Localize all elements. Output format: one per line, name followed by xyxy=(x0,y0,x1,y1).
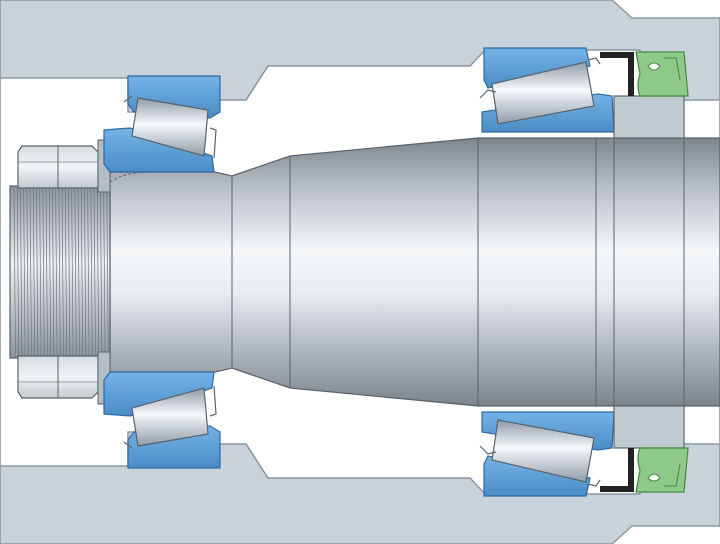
thread-line xyxy=(29,187,32,357)
thread-line xyxy=(55,187,58,357)
seal-lip-edge xyxy=(664,463,681,487)
thread-line xyxy=(20,187,23,357)
thread-line xyxy=(36,187,39,357)
bearing-inner-ring xyxy=(103,127,215,173)
thread-line xyxy=(48,187,52,357)
bearing-cage xyxy=(123,385,217,449)
bearing-cage xyxy=(123,95,217,159)
thread-line xyxy=(93,187,96,357)
thread-line xyxy=(52,187,55,357)
housing-shoulder-edge xyxy=(245,443,269,479)
thread-line xyxy=(16,187,20,357)
bearing-roller xyxy=(131,387,209,447)
bearing-roller xyxy=(491,61,595,125)
radial-shaft-seal-lower xyxy=(600,447,689,493)
seal-lip xyxy=(635,51,689,97)
spacer-ring xyxy=(613,405,685,449)
thread-line xyxy=(100,187,103,357)
thread-line xyxy=(71,187,74,357)
shaft-body xyxy=(109,137,720,407)
thread-lines xyxy=(13,187,109,357)
thread-line xyxy=(58,187,61,357)
thread-line xyxy=(13,187,16,357)
thread-line xyxy=(68,187,71,357)
seal-spring-icon xyxy=(647,473,661,482)
thread-line xyxy=(23,187,26,357)
thread-line xyxy=(84,187,87,357)
seal-spring-icon xyxy=(647,62,661,71)
thread-line xyxy=(80,187,84,357)
thread-line xyxy=(26,187,29,357)
housing-shoulder-edge xyxy=(245,65,269,101)
thread-line xyxy=(64,187,68,357)
bearing-roller xyxy=(491,419,595,483)
tapered-roller-bearing-right-upper xyxy=(479,47,685,139)
thread-line xyxy=(45,187,48,357)
thread-line xyxy=(87,187,90,357)
thread-line xyxy=(106,187,109,357)
seal-housing-frame xyxy=(600,52,634,96)
spacer-ring xyxy=(613,95,685,139)
shaft-thread xyxy=(9,185,111,359)
radial-shaft-seal-upper xyxy=(600,51,689,97)
bearing-cage xyxy=(479,57,601,99)
thread-line xyxy=(103,187,106,357)
thread-line xyxy=(42,187,45,357)
thread-line xyxy=(32,187,36,357)
thread-line xyxy=(39,187,42,357)
seal-lip xyxy=(635,447,689,493)
thread-line xyxy=(61,187,64,357)
bearing-cage xyxy=(479,445,601,487)
tapered-roller-bearing-left-upper xyxy=(103,75,221,173)
thread-line xyxy=(74,187,77,357)
thread-line xyxy=(96,187,100,357)
tapered-roller-bearing-left-lower xyxy=(103,371,221,469)
bearing-roller xyxy=(131,97,209,157)
housing-shoulders xyxy=(245,65,269,479)
seal-housing-frame xyxy=(600,448,634,492)
stepped-shaft xyxy=(109,137,720,407)
thread-line xyxy=(77,187,80,357)
bearing-inner-ring xyxy=(103,371,215,417)
seal-lip-edge xyxy=(664,57,681,81)
thread-line xyxy=(90,187,93,357)
tapered-roller-bearing-right-lower xyxy=(479,405,685,497)
